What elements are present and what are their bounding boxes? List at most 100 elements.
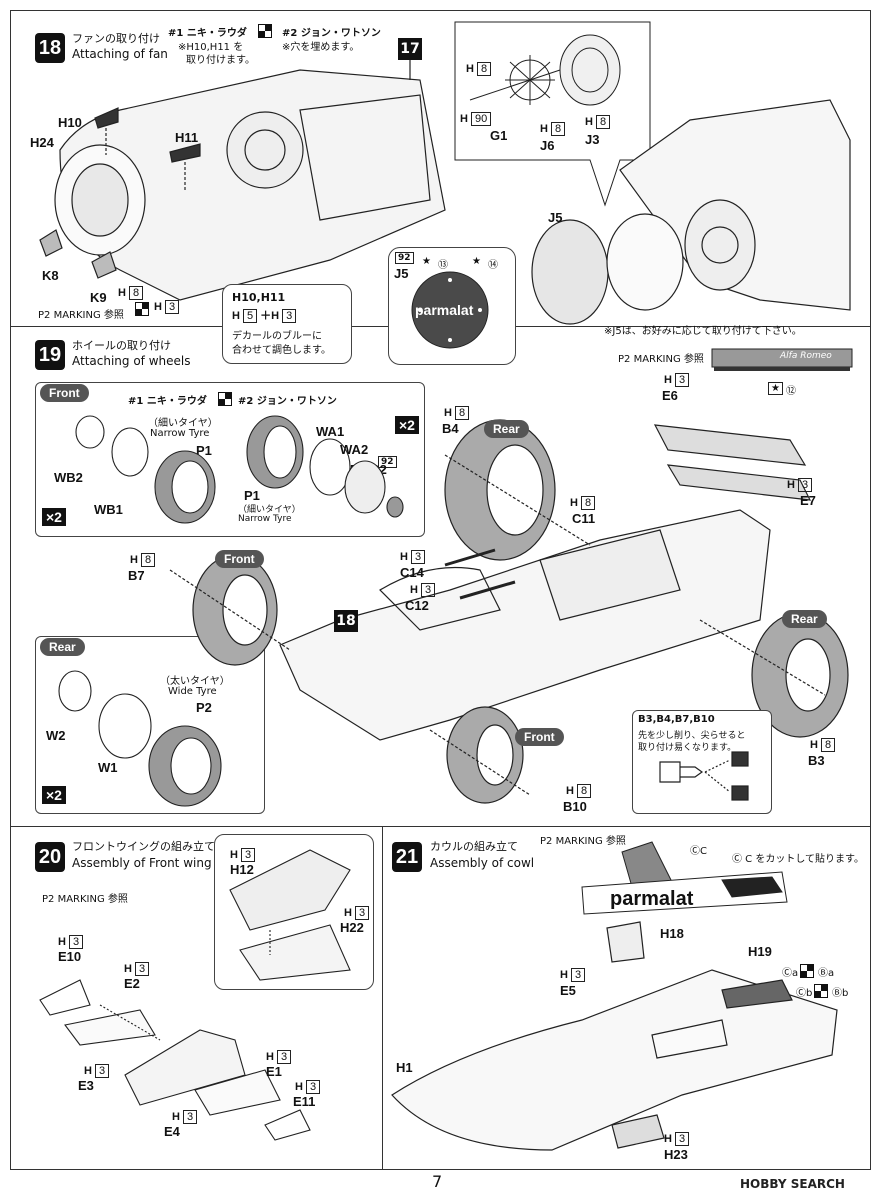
part-g1: G1: [490, 128, 508, 143]
rear-wing-logo: Alfa Romeo: [780, 351, 832, 361]
step-18-title-jp: ファンの取り付け: [72, 32, 160, 45]
ref-step-18: 18: [334, 610, 358, 632]
decal-box-note1: デカールのブルーに: [232, 331, 322, 342]
tip-box-line2: 取り付け易くなります。: [638, 743, 737, 753]
step-18-title-en: Attaching of fan: [72, 47, 168, 61]
j5-decal-num: 92: [395, 252, 414, 264]
step-21-title-jp: カウルの組み立て: [430, 840, 518, 853]
car-chassis-drawing: [169, 419, 849, 804]
part-e3: E3: [78, 1078, 94, 1093]
part-h19: H19: [748, 944, 772, 959]
cut-mark: ⒸC: [690, 846, 707, 857]
rear-tag: Rear: [40, 638, 85, 656]
cut-note: Ⓒ C をカットして貼ります。: [732, 854, 865, 865]
fan-assembly-drawing: [39, 21, 851, 325]
part-e11: E11: [293, 1094, 316, 1109]
part-p1-watson: P1: [244, 488, 260, 503]
star-icon: ★: [768, 382, 783, 395]
part-wb2: WB2: [54, 470, 83, 485]
step-21-marking-ref: P2 MARKING 参照: [540, 836, 626, 847]
driver-1-label: #1 ニキ・ラウダ: [168, 28, 247, 39]
part-wa1: WA1: [316, 424, 345, 439]
part-w1: W1: [98, 760, 118, 775]
checker-flag-icon: [218, 392, 232, 406]
front-tag-bottom: Front: [515, 728, 564, 746]
driver-2-note: ※穴を埋めます。: [282, 42, 360, 53]
front-wing-drawing: [39, 849, 351, 1141]
step-18-marking-ref: P2 MARKING 参照: [38, 310, 124, 321]
part-wb1: WB1: [94, 502, 123, 517]
step-19-number: 19: [35, 340, 65, 370]
part-c11: C11: [572, 511, 596, 526]
quantity-x2: ×2: [42, 508, 66, 526]
rear-wing-decal: [711, 348, 853, 371]
page-number: 7: [432, 1172, 443, 1191]
step-19-title-jp: ホイールの取り付け: [72, 339, 171, 352]
cowl-logo: parmalat: [610, 888, 694, 910]
j5-disc-drawing: [411, 271, 489, 349]
front-wheel-parts-drawing: [75, 415, 404, 524]
decal-92: 92: [378, 456, 397, 468]
decal-ca: Ⓒa: [782, 968, 799, 979]
step-20-marking-ref: P2 MARKING 参照: [42, 894, 128, 905]
checker-flag-icon: [800, 964, 814, 978]
j5-decal-part: J5: [394, 266, 409, 281]
decal-12: ⑫: [786, 386, 796, 397]
driver-2-label: #2 ジョン・ワトソン: [238, 396, 337, 407]
divider-20-21: [382, 826, 383, 1170]
decal-ba: Ⓑa: [818, 968, 835, 979]
part-h10: H10: [58, 115, 82, 130]
star-icon: ★: [472, 256, 481, 267]
part-h23: H23: [664, 1147, 688, 1162]
step-20-number: 20: [35, 842, 65, 872]
part-j5: J5: [548, 210, 563, 225]
decal-box-title: H10,H11: [232, 291, 286, 304]
wide-tyre-en: Wide Tyre: [168, 686, 217, 697]
tip-box-title: B3,B4,B7,B10: [638, 714, 715, 725]
rear-tag-top: Rear: [484, 420, 529, 438]
part-j3: J3: [585, 132, 600, 147]
step-21-number: 21: [392, 842, 422, 872]
decal-cb: Ⓒb: [796, 988, 813, 999]
tip-box-line1: 先を少し削り、尖らせると: [638, 731, 746, 741]
bolt-tip-box: [632, 710, 772, 814]
part-b7: B7: [128, 568, 145, 583]
part-h11: H11: [175, 130, 199, 145]
step-19-marking-ref: P2 MARKING 参照: [618, 354, 704, 365]
step-18-number: 18: [35, 33, 65, 63]
narrow-tyre-en: Narrow Tyre: [150, 428, 210, 439]
part-e5: E5: [560, 983, 576, 998]
quantity-x2: ×2: [42, 786, 66, 804]
decal-13: ⑬: [438, 260, 448, 271]
rear-wheel-panel: [35, 636, 265, 814]
part-e4: E4: [164, 1124, 180, 1139]
part-e6: E6: [662, 388, 678, 403]
driver-1-note2: 取り付けます。: [186, 55, 255, 66]
j5-logo: parmalat: [415, 302, 474, 318]
cowl-decal-drawing: [581, 841, 788, 915]
decal-14: ⑭: [488, 260, 498, 271]
part-b10: B10: [563, 799, 587, 814]
wide-tyre-jp: （太いタイヤ）: [160, 676, 230, 687]
